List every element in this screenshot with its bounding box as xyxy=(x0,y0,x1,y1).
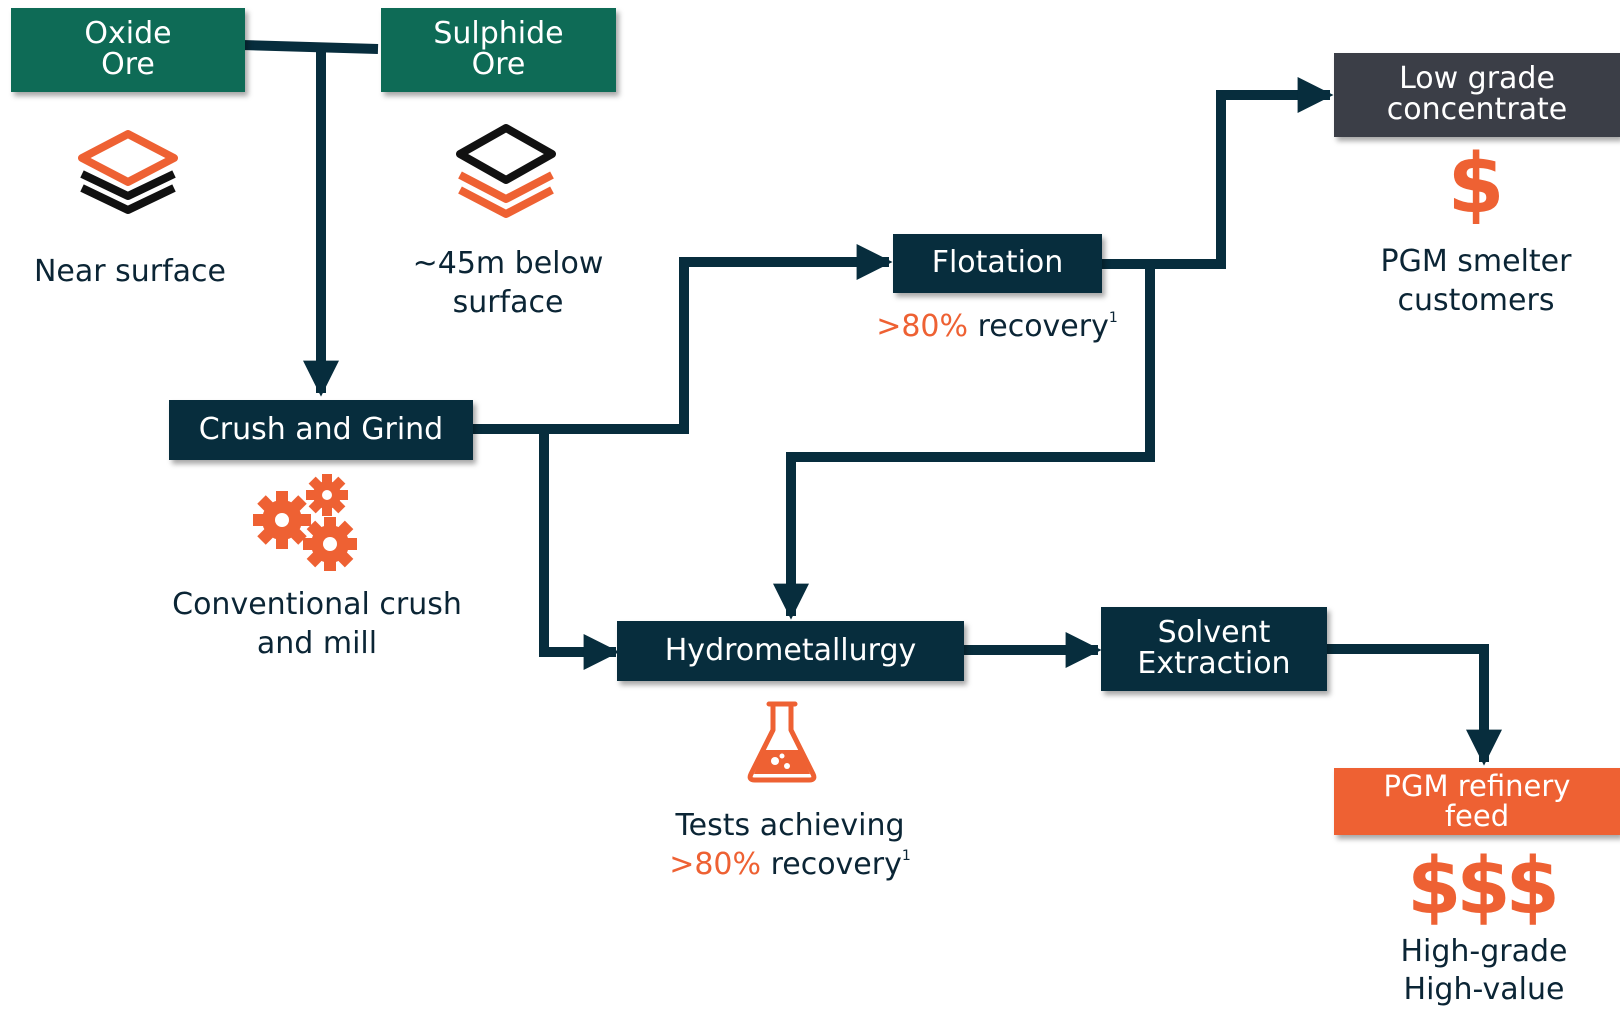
low-grade-concentrate-box: Low grade concentrate xyxy=(1334,53,1620,137)
crush-caption: Conventional crush and mill xyxy=(142,585,492,663)
oxide-ore-line2: Ore xyxy=(101,47,155,82)
low-grade-line1: Low grade xyxy=(1399,61,1555,97)
sulphide-ore-line1: Sulphide xyxy=(433,16,564,52)
flotation-label: Flotation xyxy=(931,245,1064,281)
refinery-caption-line1: High-grade xyxy=(1400,934,1568,969)
arrow-flotation-to-hydro xyxy=(773,264,1155,620)
flotation-caption-line: >80% recovery1 xyxy=(832,307,1162,346)
oxide-caption: Near surface xyxy=(10,252,250,291)
dollars-icon: $$$ xyxy=(1407,842,1560,932)
refinery-caption-line2: High-value xyxy=(1403,971,1565,1007)
flotation-recovery-value: >80% xyxy=(876,309,969,344)
arrow-crush-to-flotation xyxy=(472,244,893,434)
crush-caption-line2: and mill xyxy=(256,626,378,661)
hydrometallurgy-box: Hydrometallurgy xyxy=(617,621,964,681)
sulphide-caption-line1: ~45m below xyxy=(412,246,604,281)
low-grade-caption-line2: customers xyxy=(1397,283,1555,318)
connector-ores-merge xyxy=(241,40,379,54)
solvent-extraction-line2: Extraction xyxy=(1137,646,1291,681)
oxide-ore-line1: Oxide xyxy=(84,16,172,52)
hydro-caption: Tests achieving >80% recovery1 xyxy=(610,806,970,884)
sulphide-ore-line2: Ore xyxy=(471,47,526,82)
layers-icon xyxy=(456,124,556,218)
solvent-extraction-line1: Solvent xyxy=(1157,615,1271,651)
layers-icon xyxy=(78,130,178,214)
crush-grind-label: Crush and Grind xyxy=(198,411,444,447)
flotation-recovery-text: recovery xyxy=(968,309,1109,344)
refinery-caption: High-grade High-value xyxy=(1350,933,1618,1008)
hydro-footnote: 1 xyxy=(901,848,911,864)
sulphide-ore-box: Sulphide Ore xyxy=(381,8,616,92)
refinery-feed-line2: feed xyxy=(1444,798,1510,833)
flotation-footnote: 1 xyxy=(1108,310,1118,326)
low-grade-caption: PGM smelter customers xyxy=(1340,242,1612,320)
low-grade-caption-line1: PGM smelter xyxy=(1380,244,1572,279)
crush-caption-line1: Conventional crush xyxy=(172,587,462,622)
sulphide-caption: ~45m below surface xyxy=(380,244,636,322)
hydro-caption-line1: Tests achieving xyxy=(675,808,905,843)
oxide-ore-box: Oxide Ore xyxy=(11,8,245,92)
flask-icon xyxy=(747,701,817,783)
hydro-recovery-value: >80% xyxy=(669,847,762,882)
sulphide-caption-line2: surface xyxy=(452,285,564,320)
arrow-crush-to-hydro xyxy=(539,429,620,670)
arrow-solvent-to-refinery xyxy=(1327,644,1502,766)
refinery-feed-line1: PGM refinery xyxy=(1383,768,1571,803)
hydro-caption-line2: >80% recovery1 xyxy=(610,845,970,884)
arrow-flotation-to-lowgrade xyxy=(1101,77,1334,269)
flotation-caption: >80% recovery1 xyxy=(832,307,1162,346)
hydro-recovery-text: recovery xyxy=(761,847,902,882)
dollar-icon: $ xyxy=(1447,137,1505,232)
gears-icon xyxy=(253,474,357,571)
oxide-caption-text: Near surface xyxy=(33,254,227,289)
solvent-extraction-box: Solvent Extraction xyxy=(1101,607,1327,691)
low-grade-line2: concentrate xyxy=(1386,92,1568,127)
flotation-box: Flotation xyxy=(893,234,1102,293)
pgm-refinery-feed-box: PGM refinery feed xyxy=(1334,768,1620,835)
crush-grind-box: Crush and Grind xyxy=(169,400,473,460)
hydrometallurgy-label: Hydrometallurgy xyxy=(664,632,917,668)
